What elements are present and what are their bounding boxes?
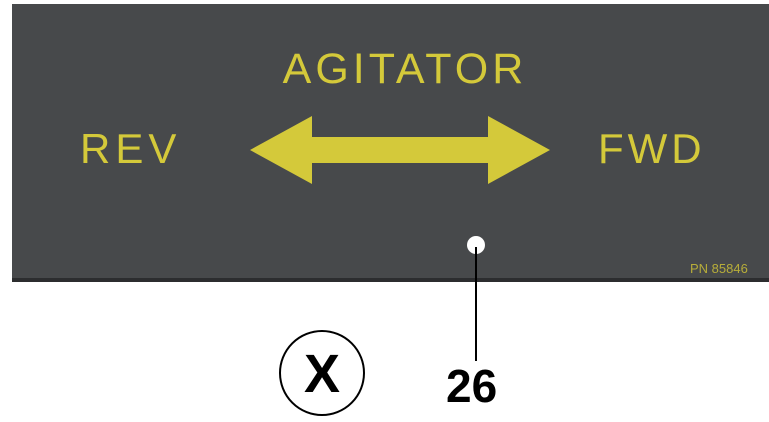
part-number: PN 85846 — [690, 261, 748, 276]
decal-title: AGITATOR — [282, 45, 528, 93]
double-headed-arrow-icon — [250, 116, 550, 184]
rev-label: REV — [80, 125, 182, 172]
fwd-label: FWD — [598, 125, 706, 172]
callout-number: 26 — [446, 360, 498, 412]
circled-x-marker: X — [279, 330, 365, 416]
agitator-decal: AGITATOR REV FWD PN 85846 — [12, 4, 769, 282]
circled-x-letter: X — [303, 344, 341, 404]
callout-dot — [467, 236, 485, 254]
callout-leader-line — [475, 247, 477, 361]
